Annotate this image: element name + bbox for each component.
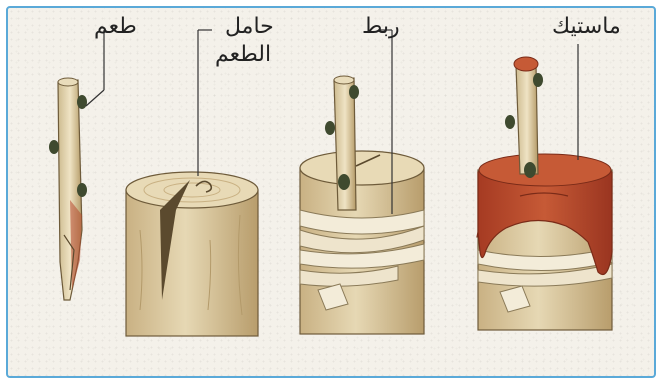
mastic-graft bbox=[477, 57, 612, 330]
label-binding: ربط bbox=[362, 14, 400, 40]
label-rootstock-line1: حامل bbox=[225, 14, 274, 40]
label-mastic: ماستيك bbox=[552, 14, 621, 40]
label-rootstock-line2: الطعم bbox=[215, 42, 271, 68]
scion-twig bbox=[49, 78, 87, 300]
label-scion: طعم bbox=[94, 14, 137, 40]
bound-graft bbox=[300, 76, 424, 334]
scion-leader bbox=[86, 30, 104, 106]
rootstock-leader bbox=[198, 30, 212, 176]
rootstock-stump bbox=[126, 172, 258, 336]
